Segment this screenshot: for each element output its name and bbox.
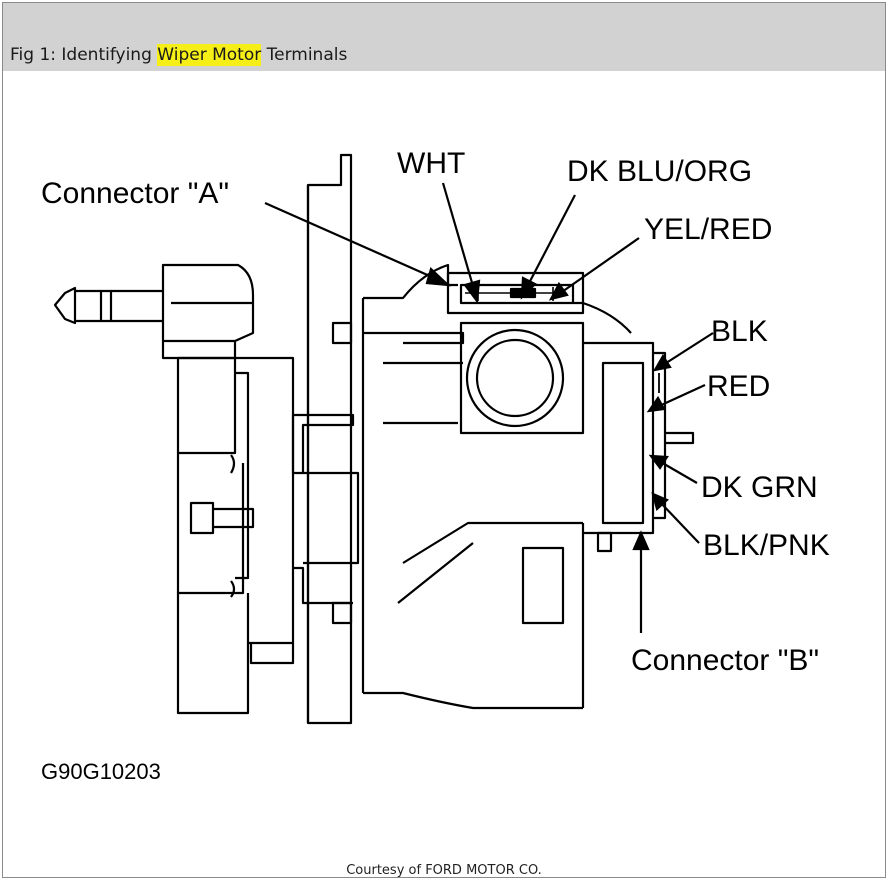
label-connector-b: Connector "B" — [631, 644, 819, 677]
label-blk-pnk: BLK/PNK — [703, 529, 830, 562]
label-blk: BLK — [711, 315, 768, 348]
arrow-dk-blu-org — [526, 194, 576, 288]
title-prefix: Fig 1: Identifying — [10, 45, 158, 65]
label-dk-grn: DK GRN — [701, 471, 818, 504]
label-wht: WHT — [397, 147, 465, 180]
wiper-motor-diagram: Connector "A" WHT DK BLU/ORG YEL/RED BLK… — [41, 147, 830, 784]
arrow-blk — [662, 332, 714, 366]
arrow-blk-pnk — [658, 500, 700, 544]
connector-a-housing — [446, 271, 585, 315]
arrow-wht — [441, 182, 477, 294]
mounting-plate — [306, 153, 353, 725]
left-housing — [176, 356, 237, 455]
arrow-connector-a — [264, 201, 442, 283]
crank-arm — [161, 263, 255, 343]
label-yel-red: YEL/RED — [644, 213, 772, 246]
motor-shaft-opening — [465, 328, 565, 428]
arrow-red — [656, 384, 706, 408]
label-dk-blu-org: DK BLU/ORG — [567, 155, 752, 188]
leader-arrows — [264, 182, 714, 633]
figure-title-bar: Fig 1: Identifying Wiper Motor Terminals — [3, 3, 885, 71]
label-figure-code: G90G10203 — [41, 759, 161, 784]
figure-title: Fig 1: Identifying Wiper Motor Terminals — [10, 44, 348, 66]
credit-line: Courtesy of FORD MOTOR CO. — [346, 863, 542, 878]
arrow-dk-grn — [658, 460, 698, 484]
title-suffix: Terminals — [261, 45, 348, 65]
title-highlight: Wiper Motor — [157, 44, 262, 66]
connector-b-housing — [583, 341, 655, 535]
motor-drawing — [53, 153, 695, 725]
shaft-tip — [53, 286, 77, 325]
label-red: RED — [707, 370, 770, 403]
label-connector-a: Connector "A" — [41, 177, 229, 210]
arrow-yel-red — [558, 237, 640, 295]
